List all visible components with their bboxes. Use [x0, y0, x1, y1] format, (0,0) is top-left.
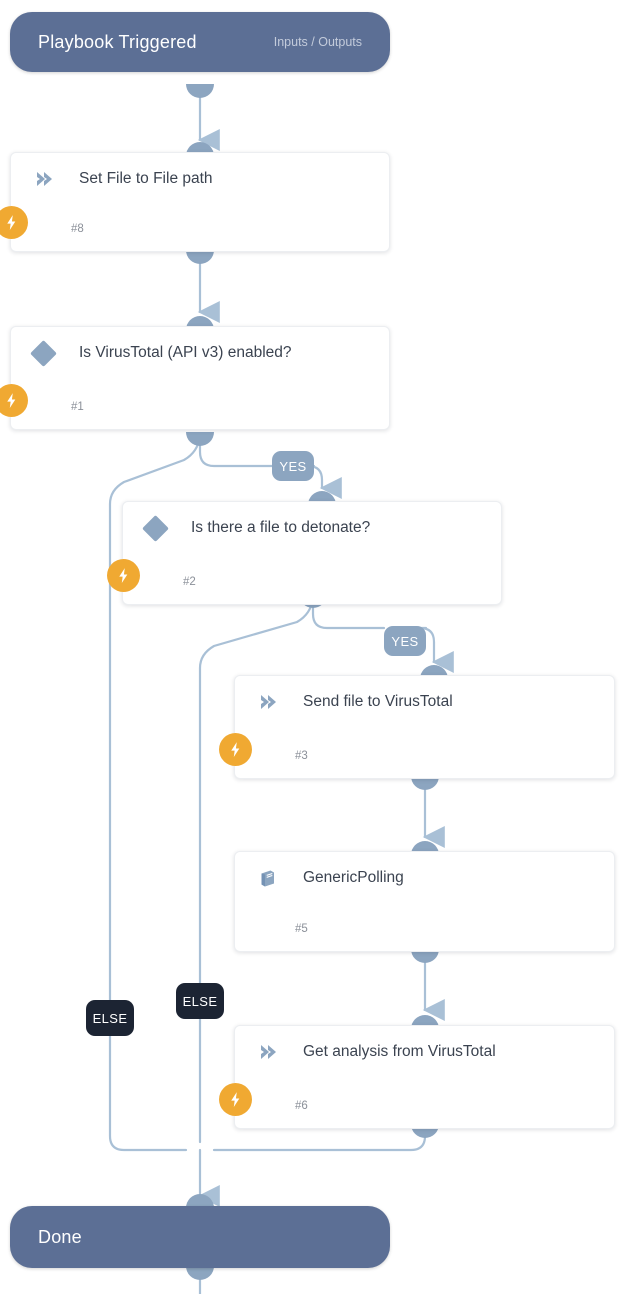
node-set-file-to-file-path[interactable]: Set File to File path #8: [0, 152, 390, 252]
card-header: Send file to VirusTotal: [235, 676, 614, 728]
branch-label-else-1[interactable]: ELSE: [86, 1000, 134, 1036]
port-done-bottom: [186, 1266, 214, 1280]
card-header: Is VirusTotal (API v3) enabled?: [11, 327, 389, 379]
chevron-right-icon: [253, 688, 281, 716]
branch-label-yes-2[interactable]: YES: [384, 626, 426, 656]
node-title: Is VirusTotal (API v3) enabled?: [79, 344, 292, 361]
automation-bolt-icon: [0, 384, 28, 417]
card-header: GenericPolling: [235, 852, 614, 904]
edge-analysis-to-done: [212, 1126, 427, 1152]
node-title: Send file to VirusTotal: [303, 693, 453, 710]
edge-cond1-yes-a: [198, 434, 274, 468]
node-is-there-a-file-to-detonate[interactable]: Is there a file to detonate? #2: [107, 501, 502, 605]
node-send-file-to-virustotal[interactable]: Send file to VirusTotal #3: [219, 675, 615, 779]
node-id: #6: [295, 1100, 308, 1112]
branch-label-else-2[interactable]: ELSE: [176, 983, 224, 1019]
start-node-title: Playbook Triggered: [38, 31, 197, 52]
card-header: Set File to File path: [11, 153, 389, 205]
chevron-right-icon: [29, 165, 57, 193]
node-id: #3: [295, 750, 308, 762]
node-playbook-triggered[interactable]: Playbook Triggered Inputs / Outputs: [10, 12, 390, 72]
node-id: #8: [71, 223, 84, 235]
port-cond1-bottom: [186, 432, 214, 446]
card-header: Get analysis from VirusTotal: [235, 1026, 614, 1078]
automation-bolt-icon: [219, 733, 252, 766]
playbook-book-icon: [253, 864, 281, 892]
node-title: Is there a file to detonate?: [191, 519, 371, 536]
node-done[interactable]: Done: [10, 1206, 390, 1268]
node-id: #2: [183, 576, 196, 588]
node-is-virustotal-enabled[interactable]: Is VirusTotal (API v3) enabled? #1: [0, 326, 390, 430]
end-node-title: Done: [38, 1226, 82, 1247]
node-generic-polling[interactable]: GenericPolling #5: [234, 851, 615, 952]
node-title: Get analysis from VirusTotal: [303, 1043, 496, 1060]
port-setfile-bottom: [186, 250, 214, 264]
start-node-inputs-outputs-link[interactable]: Inputs / Outputs: [273, 35, 362, 49]
card-header: Is there a file to detonate?: [123, 502, 501, 554]
diamond-icon: [141, 514, 169, 542]
chevron-right-icon: [253, 1038, 281, 1066]
automation-bolt-icon: [0, 206, 28, 239]
node-id: #1: [71, 401, 84, 413]
automation-bolt-icon: [107, 559, 140, 592]
port-start-bottom: [186, 84, 214, 98]
node-title: GenericPolling: [303, 869, 404, 886]
node-id: #5: [295, 923, 308, 935]
diamond-icon: [29, 339, 57, 367]
branch-label-yes-1[interactable]: YES: [272, 451, 314, 481]
automation-bolt-icon: [219, 1083, 252, 1116]
node-title: Set File to File path: [79, 170, 213, 187]
node-get-analysis-from-virustotal[interactable]: Get analysis from VirusTotal #6: [219, 1025, 615, 1129]
